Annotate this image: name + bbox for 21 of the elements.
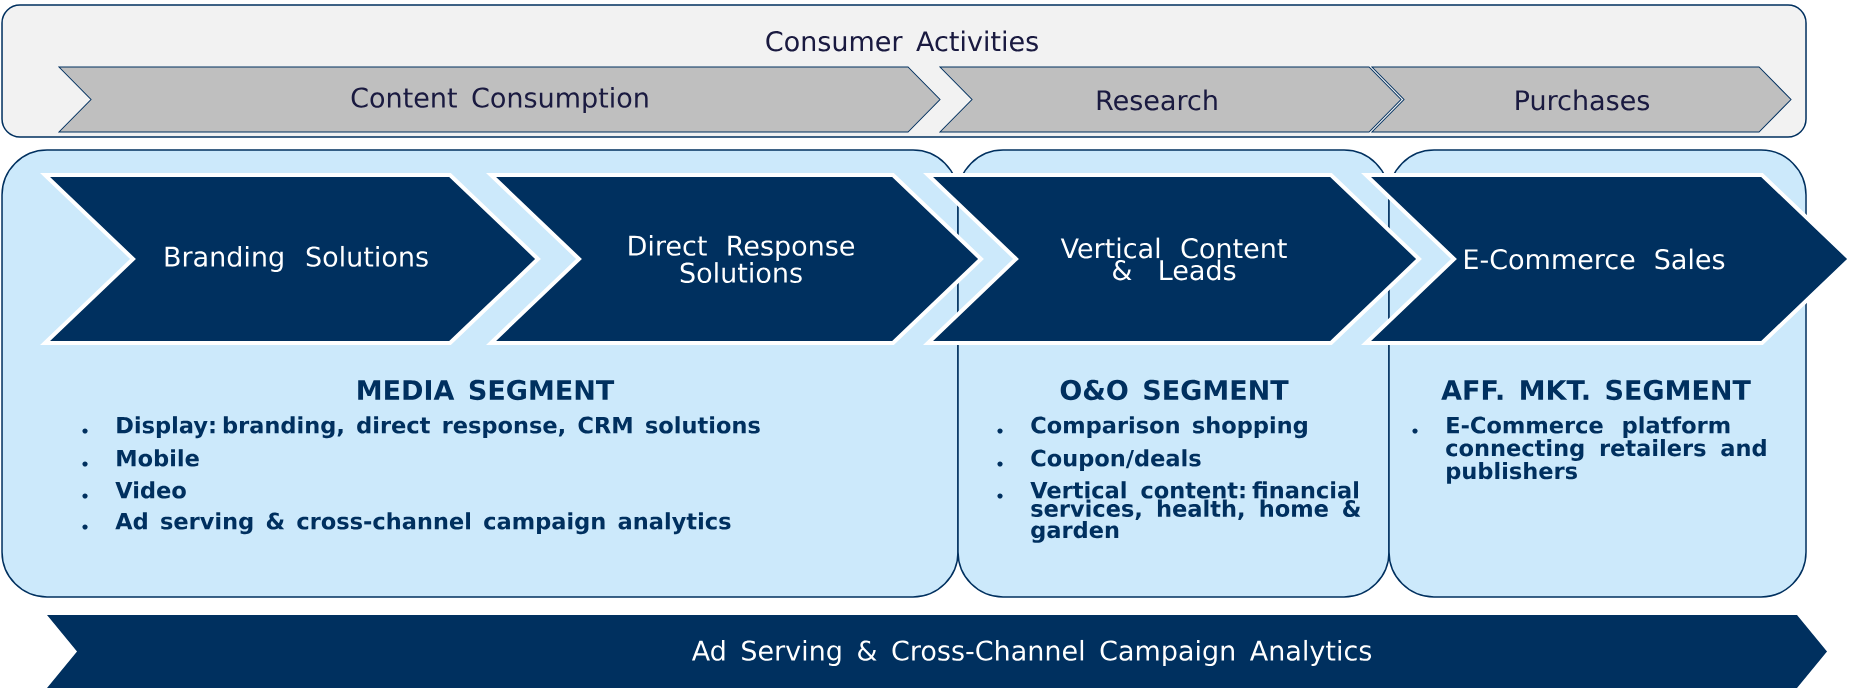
segment-heading: MEDIA SEGMENT: [358, 379, 615, 401]
process-step: Vertical Content & Leads: [923, 173, 1422, 345]
bullet-text: Display: branding, direct response, CRM solutions: [117, 416, 760, 439]
process-step: Research: [939, 66, 1402, 133]
band-title: Consumer Activities: [766, 30, 1038, 52]
segment-heading: O&O SEGMENT: [1060, 379, 1289, 401]
segment-heading: AFF. MKT. SEGMENT: [1441, 379, 1751, 401]
bullet-text: Vertical content: financial services, health, home & garden: [1030, 481, 1361, 543]
bullet-text: E-Commerce platform connecting retailers and publishers: [1446, 416, 1766, 484]
arrow-banner: Ad Serving & Cross-Channel Campaign Analytics: [47, 615, 1827, 688]
process-step: Purchases: [1371, 66, 1792, 133]
bullet-text: Mobile: [117, 449, 199, 467]
process-step: E-Commerce Sales: [1361, 173, 1853, 345]
bullet-text: Video: [115, 481, 186, 499]
process-step: Direct Response Solutions: [486, 173, 984, 345]
process-step: Branding Solutions: [40, 173, 541, 345]
bullet-text: Ad serving & cross-channel campaign analytics: [115, 512, 731, 535]
node-label: E-Commerce Sales: [1465, 248, 1725, 270]
process-step: Content Consumption: [58, 66, 941, 133]
bullet-text: Coupon/deals: [1031, 449, 1201, 471]
bullet-text: Comparison shopping: [1031, 416, 1307, 439]
